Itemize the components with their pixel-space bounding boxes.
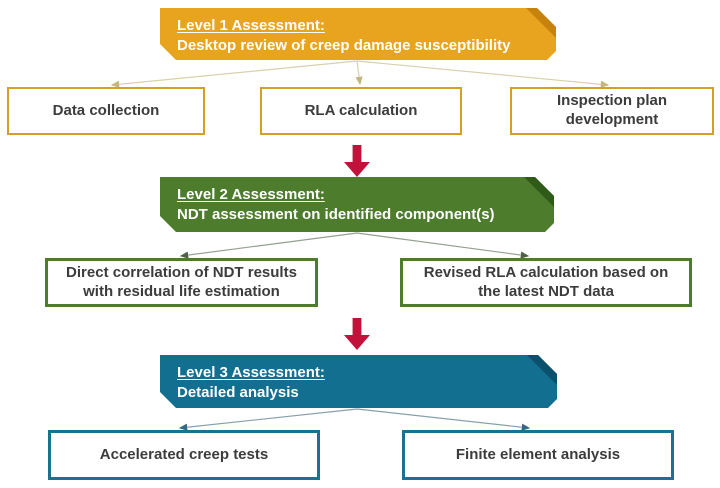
connector-line — [356, 232, 530, 259]
box-label: Revised RLA calculation based on the lat… — [423, 263, 669, 300]
down-arrow-icon — [344, 145, 370, 177]
level-2-title: Level 2 Assessment: — [177, 186, 325, 203]
folded-corner-icon — [527, 355, 557, 385]
level-1-title: Level 1 Assessment: — [177, 17, 325, 34]
level-1-subtitle: Desktop review of creep damage susceptib… — [177, 36, 511, 54]
level-3-subtitle: Detailed analysis — [177, 383, 299, 401]
box-label: Data collection — [52, 101, 160, 119]
connector-line — [179, 232, 358, 259]
connector-line — [110, 60, 358, 88]
box-data-collection: Data collection — [7, 87, 205, 135]
box-revised-rla-calculation: Revised RLA calculation based on the lat… — [400, 258, 692, 307]
down-arrow-icon — [344, 318, 370, 350]
box-direct-correlation-ndt: Direct correlation of NDT results with r… — [45, 258, 318, 307]
box-label: Inspection plan development — [556, 92, 667, 128]
box-label: Accelerated creep tests — [99, 445, 269, 463]
connector-line — [356, 408, 531, 431]
level-3-title: Level 3 Assessment: — [177, 364, 325, 381]
connector-line — [356, 60, 610, 88]
level-1-header: Level 1 Assessment: Desktop review of cr… — [160, 8, 556, 60]
level-3-header: Level 3 Assessment: Detailed analysis — [160, 355, 557, 408]
box-rla-calculation: RLA calculation — [260, 87, 462, 135]
box-label: Finite element analysis — [455, 445, 621, 463]
box-label: RLA calculation — [304, 101, 418, 119]
folded-corner-icon — [526, 8, 556, 38]
level-2-header: Level 2 Assessment: NDT assessment on id… — [160, 177, 554, 232]
level-2-subtitle: NDT assessment on identified component(s… — [177, 205, 495, 223]
box-label: Direct correlation of NDT results with r… — [66, 263, 297, 300]
box-accelerated-creep-tests: Accelerated creep tests — [48, 430, 320, 480]
folded-corner-icon — [524, 177, 554, 207]
box-finite-element-analysis: Finite element analysis — [402, 430, 674, 480]
connector-line — [178, 408, 358, 431]
connector-line — [355, 60, 363, 86]
box-inspection-plan-development: Inspection plan development — [510, 87, 714, 135]
